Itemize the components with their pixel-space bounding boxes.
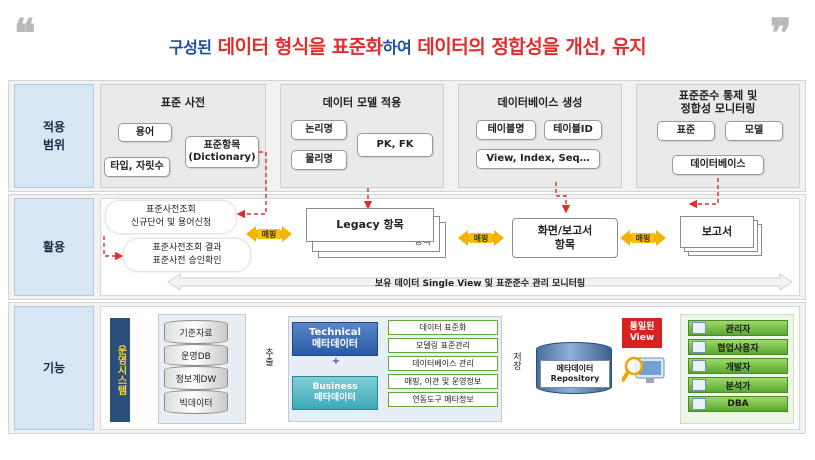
close-quote-icon: ❞ <box>770 10 792 57</box>
mapping-label-1: 매핑 <box>258 229 280 239</box>
note-dictionary-approval: 표준사전조회 결과 표준사전 승인확인 <box>124 239 250 271</box>
db-operational: 운영DB <box>164 344 228 366</box>
connector-dictionary-note <box>236 151 267 219</box>
unified-view-badge: 통일된 View <box>622 318 662 348</box>
item-physical-name: 물리명 <box>291 150 347 170</box>
item-logical-name: 논리명 <box>291 120 347 140</box>
user-label: 협업사용자 <box>717 343 759 354</box>
single-view-arrow <box>167 273 793 291</box>
item-database: 데이터베이스 <box>672 155 764 175</box>
page-title: 구성된 데이터 형식을 표준화하여 데이터의 정합성을 개선, 유지 <box>0 32 815 59</box>
legacy-items: Legacy 항목 <box>306 208 434 242</box>
item-view-index-seq: View, Index, Seq… <box>476 149 600 169</box>
magnifier-monitor-icon <box>621 354 668 388</box>
monitor-icon <box>692 341 706 353</box>
mapping-label-2: 매핑 <box>470 233 492 243</box>
repository-label: 메타데이터 Repository <box>540 360 610 388</box>
row-label-function: 기능 <box>14 306 94 430</box>
row-label-scope: 적용 범위 <box>14 84 94 188</box>
user-label: 분석가 <box>725 381 751 392</box>
technical-metadata: Technical 메타데이터 <box>292 322 378 356</box>
meta-item-mapping: 매핑, 이관 및 운영정보 <box>388 374 498 389</box>
monitor-icon <box>692 322 706 334</box>
note-dictionary-request: 표준사전조회 신규단어 및 용어신청 <box>106 201 236 233</box>
ops-system-label: 운영시스템 <box>110 318 130 422</box>
user-developer: 개발자 <box>688 358 788 374</box>
user-analyst: 분석가 <box>688 377 788 393</box>
db-reference-data: 기준자료 <box>164 320 228 344</box>
db-big-data: 빅데이터 <box>164 390 228 414</box>
user-admin: 관리자 <box>688 320 788 336</box>
item-table-id: 테이블ID <box>544 120 602 140</box>
title-part4: 데이터의 정합성을 개선, 유지 <box>417 36 647 58</box>
item-standard: 표준 <box>657 121 715 141</box>
user-label: 개발자 <box>725 362 751 373</box>
connector-monitor-report <box>688 178 719 209</box>
mapping-label-3: 매핑 <box>632 233 654 243</box>
title-part1: 구성된 <box>168 38 212 57</box>
monitor-icon <box>692 379 706 391</box>
meta-item-data-standard: 데이터 표준화 <box>388 320 498 335</box>
user-collaborator: 협업사용자 <box>688 339 788 355</box>
screen-report-items: 화면/보고서 항목 <box>512 218 618 258</box>
monitor-icon <box>692 360 706 372</box>
item-standard-item: 표준항목 (Dictionary) <box>185 136 259 168</box>
report-doc: 보고서 <box>680 216 754 248</box>
extract-label: 추출 <box>263 348 273 366</box>
connector-db-screen <box>555 182 571 214</box>
business-metadata: Business 메타데이터 <box>292 376 378 410</box>
item-type-digits: 타입, 자릿수 <box>104 157 170 177</box>
connector-note-return <box>103 236 124 261</box>
item-model: 모델 <box>725 121 783 141</box>
user-label: DBA <box>727 399 749 409</box>
item-pk-fk: PK, FK <box>357 133 433 157</box>
monitor-icon <box>692 398 706 410</box>
title-part2: 데이터 형식을 표준화 <box>217 36 384 58</box>
plus-sign: + <box>331 356 341 367</box>
meta-item-modeling: 모델링 표준관리 <box>388 338 498 353</box>
meta-item-database-mgmt: 데이터베이스 관리 <box>388 356 498 371</box>
panel-title: 데이터 모델 적용 <box>322 96 402 109</box>
panel-title: 표준준수 통제 및 정합성 모니터링 <box>678 89 758 115</box>
row-label-usage: 활용 <box>14 198 94 296</box>
single-view-label: 보유 데이터 Single View 및 표준준수 관리 모니터링 <box>374 279 586 289</box>
user-label: 관리자 <box>725 324 751 335</box>
open-quote-icon: ❝ <box>14 10 36 57</box>
store-label: 저장 <box>511 352 521 370</box>
item-table-name: 테이블명 <box>476 120 536 140</box>
panel-title: 데이터베이스 생성 <box>497 96 583 109</box>
db-information-dw: 정보계DW <box>164 366 228 390</box>
user-dba: DBA <box>688 396 788 412</box>
item-term: 용어 <box>118 123 172 142</box>
panel-title: 표준 사전 <box>160 96 206 109</box>
meta-item-integration-tool: 연동도구 메타정보 <box>388 392 498 407</box>
title-part3: 하여 <box>382 38 412 57</box>
